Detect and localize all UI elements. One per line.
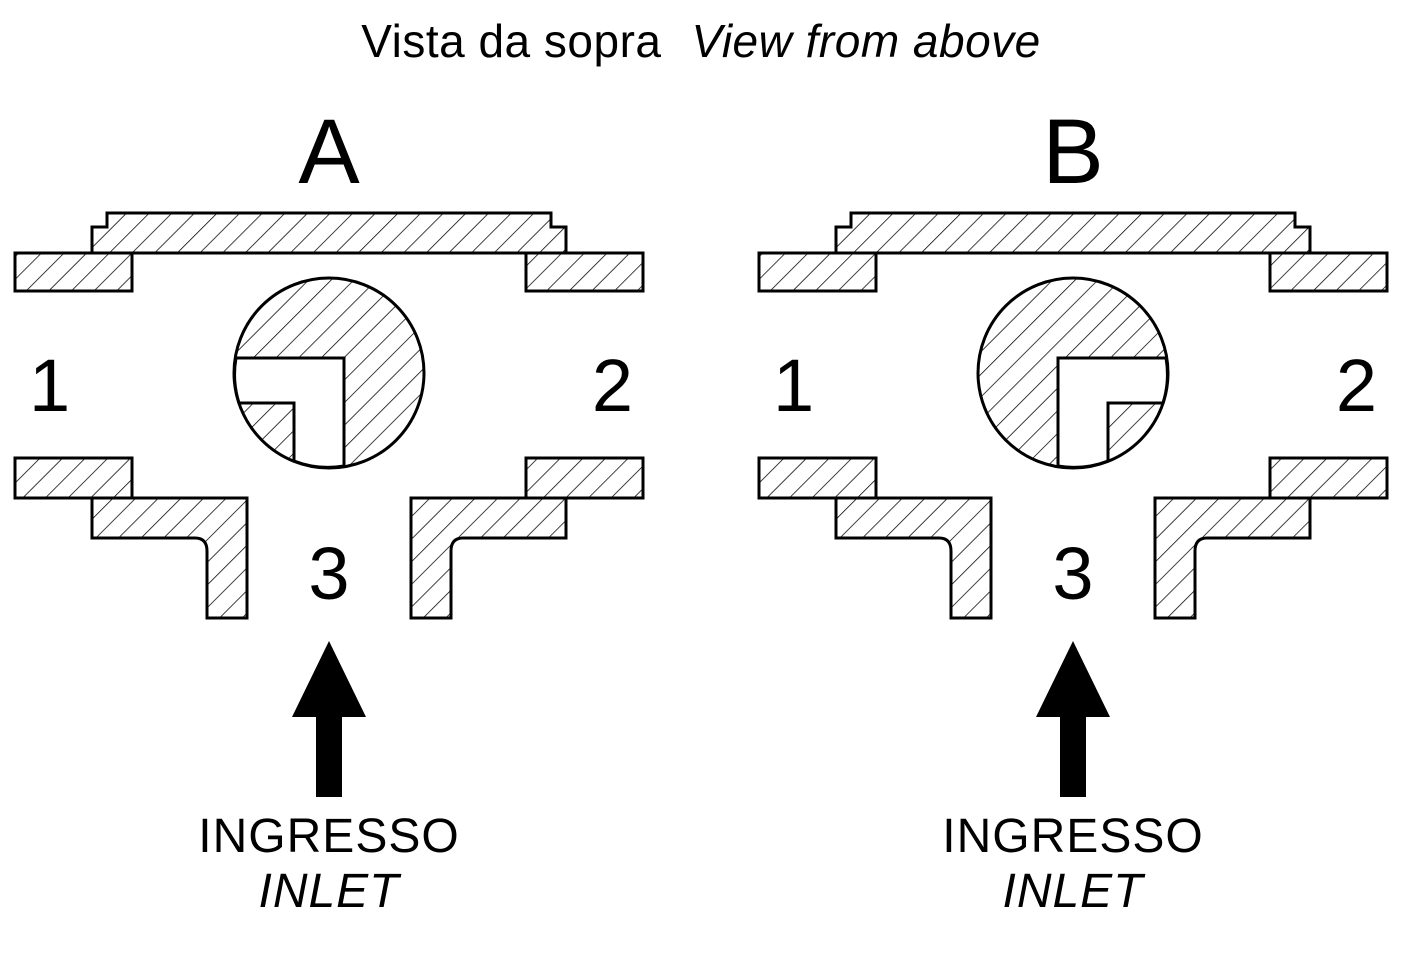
valve-a-port-1-label: 1: [29, 344, 70, 427]
valve-b-inlet-arrow-icon: [1036, 641, 1110, 798]
valve-b-inlet-label-english: INLET: [1002, 865, 1144, 919]
valve-b-wall-right-bottom: [1268, 456, 1389, 500]
valve-b-inlet-label-italian: INGRESSO: [942, 810, 1204, 864]
valve-a-cross-section: 1 2 3: [13, 211, 645, 798]
valve-b-port-2-label: 2: [1336, 344, 1377, 427]
title-english: View from above: [691, 15, 1041, 67]
valve-a-wall-left-top: [13, 251, 134, 293]
valve-b-wall-left-bottom: [757, 456, 878, 500]
valve-b-ball-port-passage: [1056, 356, 1169, 470]
valve-a-inlet-label-english: INLET: [258, 865, 400, 919]
valve-b-port-1-label: 1: [773, 344, 814, 427]
title-italian: Vista da sopra: [361, 15, 662, 67]
valve-a-inlet-arrow-icon: [292, 641, 366, 798]
valve-a-wall-left-bottom: [13, 456, 134, 500]
valve-b-letter: B: [1042, 101, 1104, 203]
valve-a-wall-bottom-right: [409, 496, 568, 620]
valve-figure-a: A 1 2: [5, 101, 653, 920]
valve-a-wall-bottom-left: [90, 496, 249, 620]
valve-b-port-3-label: 3: [1052, 532, 1093, 615]
valve-b-top-cap: [834, 211, 1312, 255]
valve-figure-b: B 1 2: [749, 101, 1397, 920]
valve-a-top-cap: [90, 211, 568, 255]
valve-b-wall-right-top: [1268, 251, 1389, 293]
valve-b-wall-left-top: [757, 251, 878, 293]
valve-a-port-3-label: 3: [308, 532, 349, 615]
valve-a-ball-port-passage: [233, 356, 346, 470]
valve-a-letter: A: [298, 101, 360, 203]
valve-a-inlet-label-italian: INGRESSO: [198, 810, 460, 864]
diagrams-row: A 1 2: [0, 101, 1402, 920]
valve-b-wall-bottom-right: [1153, 496, 1312, 620]
valve-b-wall-bottom-left: [834, 496, 993, 620]
valve-a-wall-right-bottom: [524, 456, 645, 500]
valve-a-wall-right-top: [524, 251, 645, 293]
valve-a-port-2-label: 2: [592, 344, 633, 427]
page-title: Vista da sopra View from above: [0, 0, 1402, 68]
valve-b-cross-section: 1 2 3: [757, 211, 1389, 798]
